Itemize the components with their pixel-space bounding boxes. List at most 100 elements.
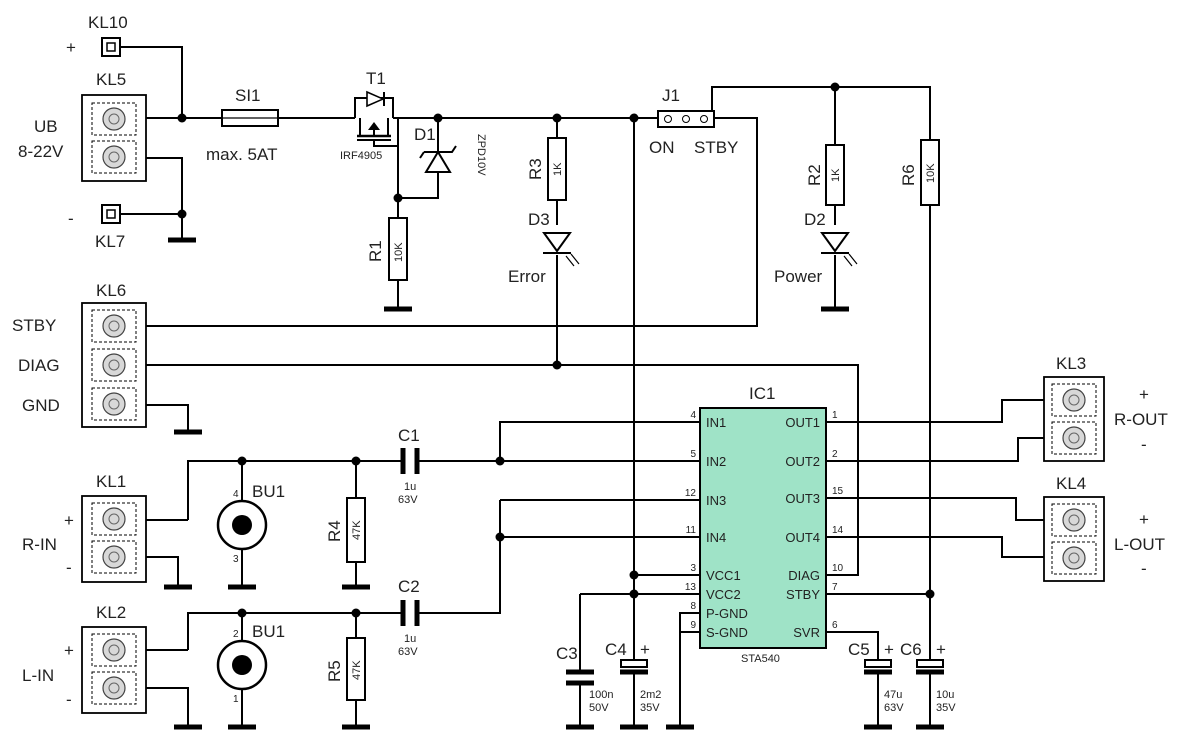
- kl10-label: KL10: [88, 13, 128, 32]
- ic1-pin-name: IN2: [706, 454, 726, 469]
- kl3-terminal-block: [1043, 376, 1105, 462]
- d1-part: ZPD10V: [475, 134, 487, 176]
- ic1-pin-name: OUT3: [785, 491, 820, 506]
- ic1-part: STA540: [741, 653, 780, 665]
- ic1-body: [699, 407, 827, 649]
- c2-label: C2: [398, 577, 420, 596]
- ic1-pin-name: IN1: [706, 415, 726, 430]
- kl5-label: KL5: [96, 70, 126, 89]
- ic1-pin-name: DIAG: [788, 568, 820, 583]
- kl6-gnd-label: GND: [22, 396, 60, 415]
- d3-label: D3: [528, 210, 550, 229]
- c6-plus: +: [936, 640, 946, 659]
- l-in-label: L-IN: [22, 666, 54, 685]
- si1-rating: max. 5AT: [206, 145, 277, 164]
- mosfet-t1: [354, 90, 398, 147]
- r2-label: R2: [805, 164, 824, 186]
- kl7-terminal: [101, 204, 121, 224]
- ic1-pin-number: 3: [690, 563, 696, 574]
- ic1-pin-name: STBY: [786, 587, 820, 602]
- c4-plus: +: [640, 640, 650, 659]
- r-out-label: R-OUT: [1114, 410, 1168, 429]
- ub-range-label: 8-22V: [18, 142, 64, 161]
- ic1-pin-number: 8: [690, 601, 696, 612]
- ground-symbols: [164, 237, 944, 730]
- r6-value: 10K: [925, 163, 937, 183]
- rca-jack-bu1-top: [216, 499, 268, 551]
- ic1-pin-name: OUT2: [785, 454, 820, 469]
- j1-stby-label: STBY: [694, 138, 738, 157]
- rca-jack-bu1-bottom: [216, 639, 268, 691]
- junction-dots: [177, 82, 935, 618]
- resistor-r1: [388, 217, 408, 281]
- resistor-r3: [547, 137, 567, 201]
- electrolytic-capacitor-c4: [620, 659, 648, 675]
- kl6-terminal-block: [81, 302, 147, 428]
- ic1-pin-number: 10: [832, 563, 844, 574]
- ic1-pin-name: OUT4: [785, 530, 820, 545]
- zener-d1: [419, 145, 457, 173]
- led-d3: [542, 232, 580, 267]
- ic1-pin-number: 6: [832, 620, 838, 631]
- kl7-label: KL7: [95, 232, 125, 251]
- resistor-r2: [825, 144, 845, 206]
- led-d2: [820, 232, 858, 267]
- r1-value: 10K: [393, 242, 405, 262]
- resistor-r4: [346, 497, 366, 563]
- c2-value: 1u: [404, 633, 416, 645]
- electrolytic-capacitor-c5: [864, 659, 892, 675]
- jumper-j1: [657, 110, 715, 128]
- c4-value: 2m2: [640, 689, 661, 701]
- r4-label: R4: [325, 520, 344, 542]
- kl1-label: KL1: [96, 472, 126, 491]
- c1-voltage: 63V: [398, 494, 418, 506]
- c4-label: C4: [605, 640, 627, 659]
- kl2-label: KL2: [96, 603, 126, 622]
- kl2-plus: +: [64, 641, 74, 660]
- kl2-minus: -: [66, 690, 72, 709]
- ic1-pin-number: 12: [685, 488, 697, 499]
- kl1-minus: -: [66, 558, 72, 577]
- r3-value: 1K: [552, 162, 564, 176]
- resistor-r5: [346, 637, 366, 701]
- c6-label: C6: [900, 640, 922, 659]
- capacitor-c1: [395, 448, 425, 474]
- t1-part: IRF4905: [340, 150, 382, 162]
- ic1-pin-name: OUT1: [785, 415, 820, 430]
- ic1-pin-number: 13: [685, 582, 697, 593]
- bu1-top-label: BU1: [252, 482, 285, 501]
- c5-label: C5: [848, 640, 870, 659]
- c5-plus: +: [884, 640, 894, 659]
- bu1-bottom-pin2: 2: [233, 629, 239, 640]
- capacitor-c2: [395, 600, 425, 626]
- kl1-terminal-block: [81, 495, 147, 583]
- c1-label: C1: [398, 426, 420, 445]
- c2-voltage: 63V: [398, 646, 418, 658]
- ic1-ref: IC1: [749, 384, 775, 403]
- ic1-pin-number: 7: [832, 582, 838, 593]
- c6-voltage: 35V: [936, 702, 956, 714]
- d3-error-label: Error: [508, 267, 546, 286]
- ic1-pin-number: 2: [832, 449, 838, 460]
- bu1-bottom-pin1: 1: [233, 694, 239, 705]
- ic1-pin-name: P-GND: [706, 606, 748, 621]
- d2-power-label: Power: [774, 267, 823, 286]
- ic1-pin-number: 11: [686, 525, 697, 536]
- r4-value: 47K: [351, 520, 363, 540]
- ub-label: UB: [34, 117, 58, 136]
- bu1-bottom-label: BU1: [252, 622, 285, 641]
- c3-value: 100n: [589, 689, 613, 701]
- r-in-label: R-IN: [22, 535, 57, 554]
- r5-label: R5: [325, 660, 344, 682]
- ic1-pin-number: 1: [832, 410, 838, 421]
- wiring: [120, 46, 1060, 725]
- fuse-si1: [221, 109, 279, 127]
- j1-label: J1: [662, 86, 680, 105]
- electrolytic-capacitor-c6: [916, 659, 944, 675]
- ic1-pin-name: VCC2: [706, 587, 741, 602]
- kl1-plus: +: [64, 511, 74, 530]
- si1-label: SI1: [235, 86, 261, 105]
- kl2-terminal-block: [81, 626, 147, 714]
- c6-value: 10u: [936, 689, 954, 701]
- ic1-pin-number: 15: [832, 486, 844, 497]
